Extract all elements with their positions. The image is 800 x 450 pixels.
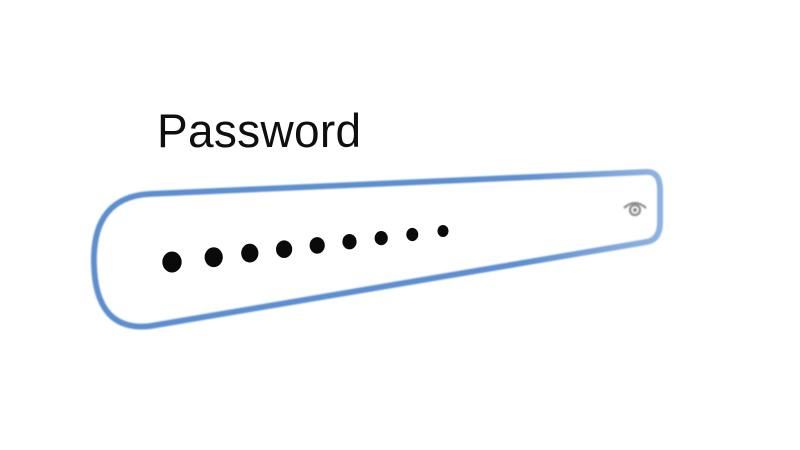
password-mask-dot: [241, 243, 259, 263]
password-mask-dot: [406, 227, 419, 242]
eye-icon[interactable]: [623, 201, 647, 217]
password-mask-dot: [204, 247, 223, 268]
password-mask-dot: [309, 237, 325, 254]
password-input-border: [90, 168, 663, 330]
password-mask-dot: [276, 240, 293, 258]
password-mask-dot: [162, 251, 182, 273]
password-mask-dot: [342, 234, 357, 250]
password-mask-dot: [437, 225, 449, 237]
password-input[interactable]: [162, 225, 449, 273]
password-mask-dot: [374, 231, 388, 246]
password-label: Password: [157, 104, 362, 158]
